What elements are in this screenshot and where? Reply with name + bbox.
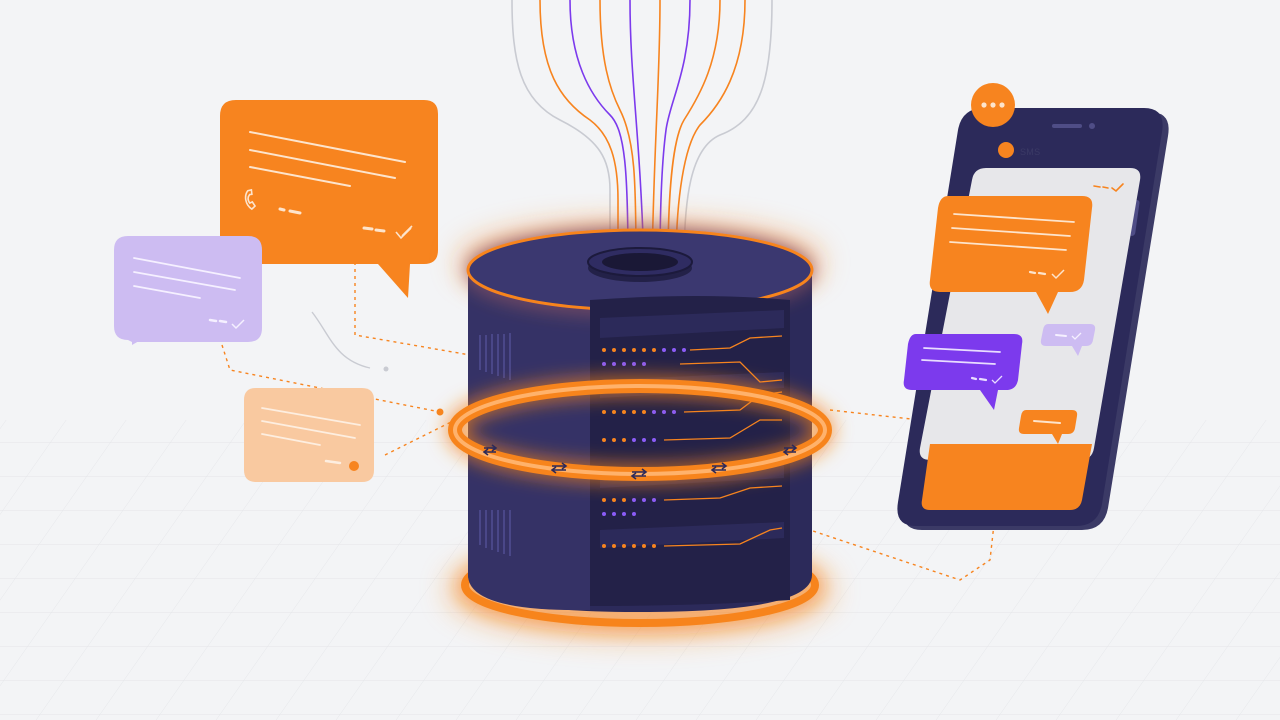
checkmark-icon: [1111, 183, 1124, 193]
phone-chat-bubble-purple: [903, 334, 1023, 410]
side-vents: [479, 333, 511, 556]
smartphone: SMS: [897, 83, 1169, 530]
server-rack-icon: [590, 296, 790, 606]
led-rows: [602, 335, 783, 548]
chat-bubble-lavender: [114, 236, 262, 345]
phone-footer-panel: [921, 444, 1092, 510]
checkmark-icon: [991, 375, 1003, 384]
phone-icon: [244, 188, 257, 211]
chat-bubble-light-orange: [244, 388, 374, 482]
checkmark-icon: [231, 319, 245, 330]
dots-icon: [981, 102, 987, 108]
server-database: [448, 224, 832, 635]
status-dot: [349, 461, 359, 471]
checkmark-icon: [395, 225, 413, 240]
connector-dot: [436, 408, 444, 416]
avatar: [998, 142, 1014, 158]
chat-bubble-orange-large: [220, 100, 438, 298]
typing-indicator: [971, 83, 1015, 127]
phone-chat-bubble-orange-small: [1018, 410, 1078, 444]
cables: [511, 0, 773, 266]
decorative-arc: [311, 311, 371, 369]
phone-header-label: SMS: [1020, 147, 1040, 157]
decorative-dot: [383, 366, 389, 372]
checkmark-icon: [1051, 269, 1065, 280]
sync-arrows-icon: [482, 444, 798, 480]
phone-chat-bubble-lavender: [1040, 324, 1096, 356]
phone-chat-bubble-orange: [929, 196, 1093, 314]
checkmark-icon: [1071, 332, 1082, 340]
